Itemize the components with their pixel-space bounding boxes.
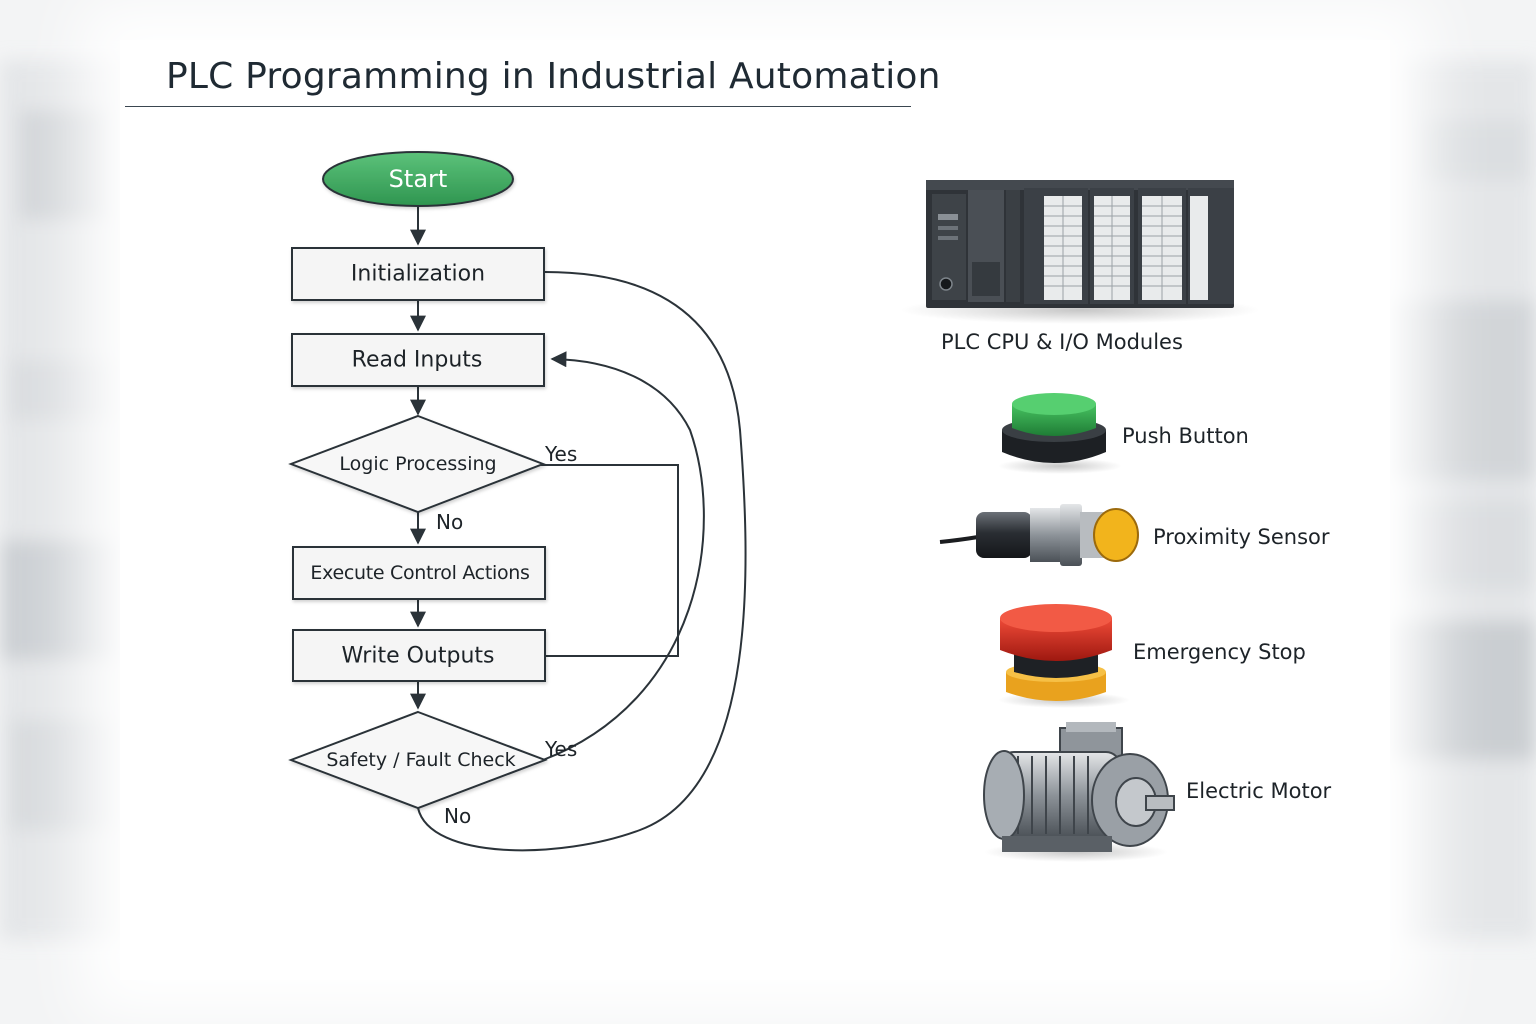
safety-fault-check-label: Safety / Fault Check xyxy=(326,749,516,771)
execute-box xyxy=(292,546,546,600)
init-box xyxy=(291,247,545,301)
electric-motor-label: Electric Motor xyxy=(1186,779,1332,803)
loop-safety-no-to-init xyxy=(417,271,747,852)
page-title: PLC Programming in Industrial Automation xyxy=(166,56,941,97)
push-button-icon xyxy=(998,393,1122,474)
initialization-label: Initialization xyxy=(350,261,486,287)
safety-yes-label: Yes xyxy=(545,737,578,761)
safety-diamond xyxy=(288,710,548,810)
read-inputs-label: Read Inputs xyxy=(351,347,483,373)
electric-motor-icon xyxy=(983,722,1175,862)
push-button-label: Push Button xyxy=(1122,424,1249,448)
plc-label: PLC CPU & I/O Modules xyxy=(941,330,1183,354)
logic-yes-label: Yes xyxy=(545,442,578,466)
emergency-stop-label: Emergency Stop xyxy=(1133,640,1306,664)
execute-control-actions-label: Execute Control Actions xyxy=(310,562,530,584)
start-node xyxy=(322,151,514,207)
emergency-stop-icon xyxy=(998,604,1130,708)
logic-diamond xyxy=(288,414,546,514)
proximity-sensor-label: Proximity Sensor xyxy=(1153,525,1330,549)
write-outputs-box xyxy=(292,629,546,682)
safety-no-label: No xyxy=(444,804,472,828)
write-outputs-label: Write Outputs xyxy=(341,643,495,669)
start-label: Start xyxy=(388,165,448,193)
loop-safety-yes-to-read xyxy=(542,351,705,761)
loop-logic-yes xyxy=(541,464,679,657)
plc-rack-icon xyxy=(900,180,1260,324)
read-inputs-box xyxy=(291,333,545,387)
title-underline xyxy=(125,106,911,107)
logic-processing-label: Logic Processing xyxy=(339,453,497,475)
proximity-sensor-icon xyxy=(939,504,1139,566)
logic-no-label: No xyxy=(436,510,464,534)
